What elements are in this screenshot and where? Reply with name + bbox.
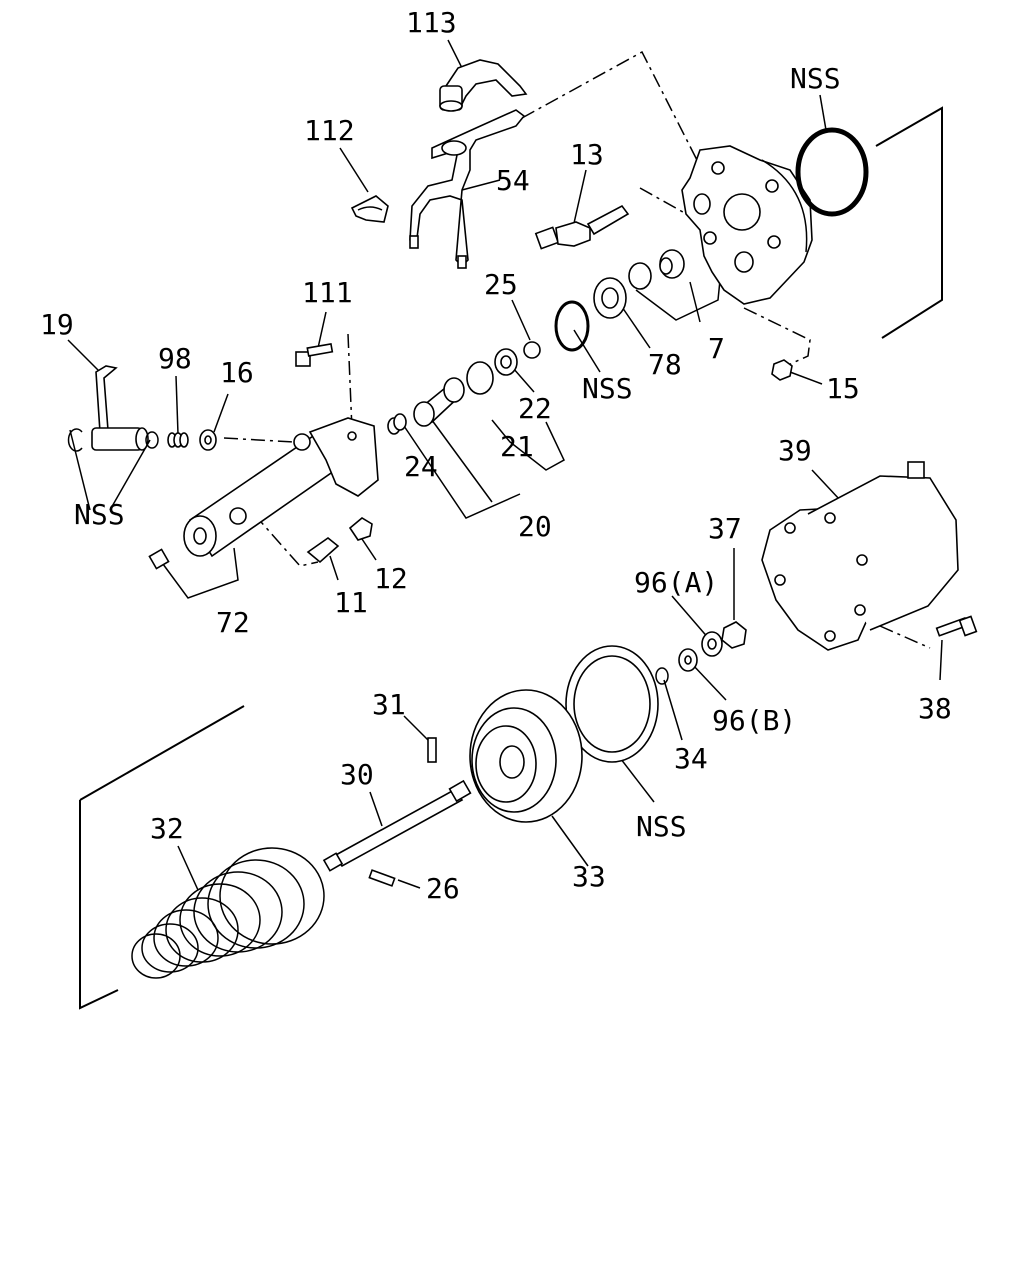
part-96a-washer [701,631,723,657]
part-96b-washer [678,648,698,672]
part-15-nut [771,359,793,381]
label-20: 20 [518,510,552,543]
part-112-clip [350,195,389,223]
part-37-nut [721,621,747,649]
label-nss-top: NSS [790,62,841,95]
label-96a: 96(A) [634,566,718,599]
part-11-bleeder [306,537,340,564]
part-19-lever [91,365,149,451]
label-54: 54 [496,164,530,197]
part-32-conical-spring [131,847,325,979]
alignment-lines [223,50,931,649]
part-26-pin [368,869,396,887]
part-25 [523,341,541,359]
part-22-washer [494,348,518,376]
part-72-cylinder [148,417,379,570]
part-spring-small [387,413,407,435]
label-31: 31 [372,688,406,721]
label-21: 21 [500,430,534,463]
part-12-cap [348,517,373,541]
part-24-plunger [413,377,465,427]
part-30-rod [322,779,472,872]
label-24: 24 [404,450,438,483]
part-21-bushing [466,361,494,395]
label-34: 34 [674,742,708,775]
label-26: 26 [426,872,460,905]
part-54-shift-fork [409,109,526,269]
label-19: 19 [40,308,74,341]
label-nss-mid: NSS [582,372,633,405]
label-72: 72 [216,606,250,639]
part-38-bolt [935,615,978,637]
part-13-switch [534,204,630,250]
callout-labels: 113 112 54 13 NSS 111 25 19 98 16 78 7 N… [40,6,952,905]
label-33: 33 [572,860,606,893]
part-nss-mid-o-ring [554,300,590,352]
label-nss-left: NSS [74,498,125,531]
label-38: 38 [918,692,952,725]
label-112: 112 [304,114,355,147]
label-7: 7 [708,332,725,365]
part-housing [681,145,813,305]
part-nss-bottom-diaphragm [565,645,659,763]
leader-lines [67,39,943,891]
part-39-cover [761,461,959,651]
label-39: 39 [778,434,812,467]
label-98: 98 [158,342,192,375]
frame-lines [79,106,943,1010]
label-96b: 96(B) [712,704,796,737]
label-22: 22 [518,392,552,425]
part-34-ring [655,667,669,685]
part-111-bolt [295,342,334,367]
label-78: 78 [648,348,682,381]
label-nss-bottom: NSS [636,810,687,843]
label-113: 113 [406,6,457,39]
part-31-pin [427,737,437,763]
part-16-washer [199,429,217,451]
label-111: 111 [302,276,353,309]
part-98-spring [167,432,189,448]
part-78-bushing [593,277,627,319]
label-16: 16 [220,356,254,389]
part-7-bushings [628,249,685,290]
label-15: 15 [826,372,860,405]
part-113-sensor-bracket [439,59,528,112]
label-30: 30 [340,758,374,791]
label-13: 13 [570,138,604,171]
part-nss-top-o-ring [795,127,869,217]
label-37: 37 [708,512,742,545]
label-25: 25 [484,268,518,301]
part-33-piston [469,689,583,823]
label-12: 12 [374,562,408,595]
label-11: 11 [334,586,368,619]
part-nss-left-rings [67,428,159,452]
label-32: 32 [150,812,184,845]
